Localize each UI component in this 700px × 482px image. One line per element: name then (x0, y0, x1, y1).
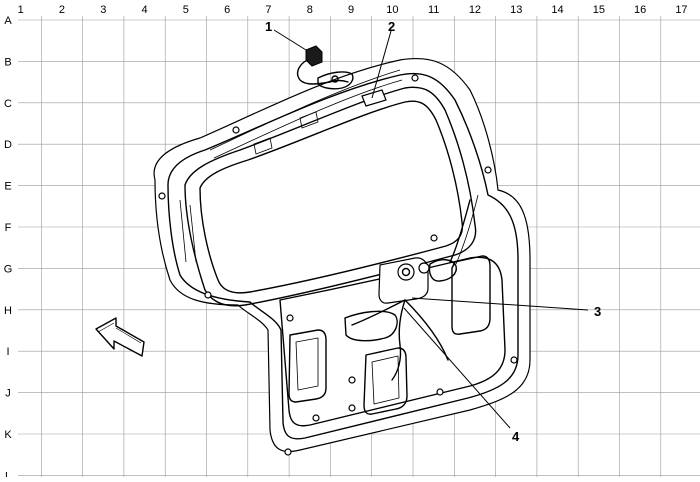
grid-row-label: H (4, 305, 12, 317)
callout-1: 1 (265, 19, 272, 34)
grid-row-label: I (6, 346, 9, 358)
fasteners (158, 74, 518, 456)
grid-column-label: 13 (510, 4, 522, 16)
access-opening-left (288, 329, 327, 403)
access-opening-right (451, 255, 491, 335)
grid-row-label: C (4, 98, 12, 110)
wiring-harness (391, 299, 406, 381)
front-direction-arrow-icon (95, 317, 145, 357)
lower-trim-panel (279, 256, 506, 427)
grid-column-label: 3 (100, 4, 106, 16)
grid-row-labels: A B C D E F G H I J K L (4, 15, 13, 482)
grid-column-label: 17 (675, 4, 687, 16)
harness-to-connector (296, 57, 349, 85)
callout-4: 4 (512, 429, 520, 444)
grid-row-label: J (5, 388, 11, 400)
grid-column-label: 14 (551, 4, 563, 16)
grid-column-label: 11 (428, 4, 439, 16)
grid-column-label: 12 (469, 4, 481, 16)
callout-3: 3 (594, 304, 601, 319)
grid-column-label: 5 (183, 4, 189, 16)
liftgate-outer-panel (153, 57, 531, 453)
grid-row-label: G (4, 263, 13, 275)
release-actuator (378, 257, 429, 304)
grid-column-label: 2 (59, 4, 65, 16)
callout-leaders (273, 29, 589, 429)
grid-row-label: B (4, 56, 11, 68)
liftgate-assembly (153, 57, 531, 456)
license-lamp-bracket (344, 310, 398, 342)
stop-lamp-area (317, 71, 354, 90)
grid-row-label: A (4, 15, 12, 27)
grid-column-label: 9 (348, 4, 354, 16)
window-glass-opening (199, 100, 464, 294)
callout-2: 2 (388, 19, 395, 34)
grid-column-label: 15 (593, 4, 605, 16)
grid-column-label: 6 (224, 4, 230, 16)
electrical-connector-icon (305, 45, 323, 67)
grid-column-label: 1 (18, 4, 24, 16)
grid-column-label: 16 (634, 4, 646, 16)
grid-column-label: 10 (386, 4, 398, 16)
grid-column-label: 7 (265, 4, 271, 16)
grid-row-label: D (4, 139, 12, 151)
grid-row-label: K (4, 429, 12, 441)
latch-housing (363, 347, 408, 415)
window-opening-outer (184, 86, 477, 307)
liftgate-inner-frame (167, 72, 519, 440)
grid-row-label: L (5, 470, 11, 477)
grid-column-label: 8 (307, 4, 313, 16)
grid-row-label: E (4, 181, 11, 193)
grid-row-label: F (5, 222, 12, 234)
grid-column-label: 4 (141, 4, 147, 16)
